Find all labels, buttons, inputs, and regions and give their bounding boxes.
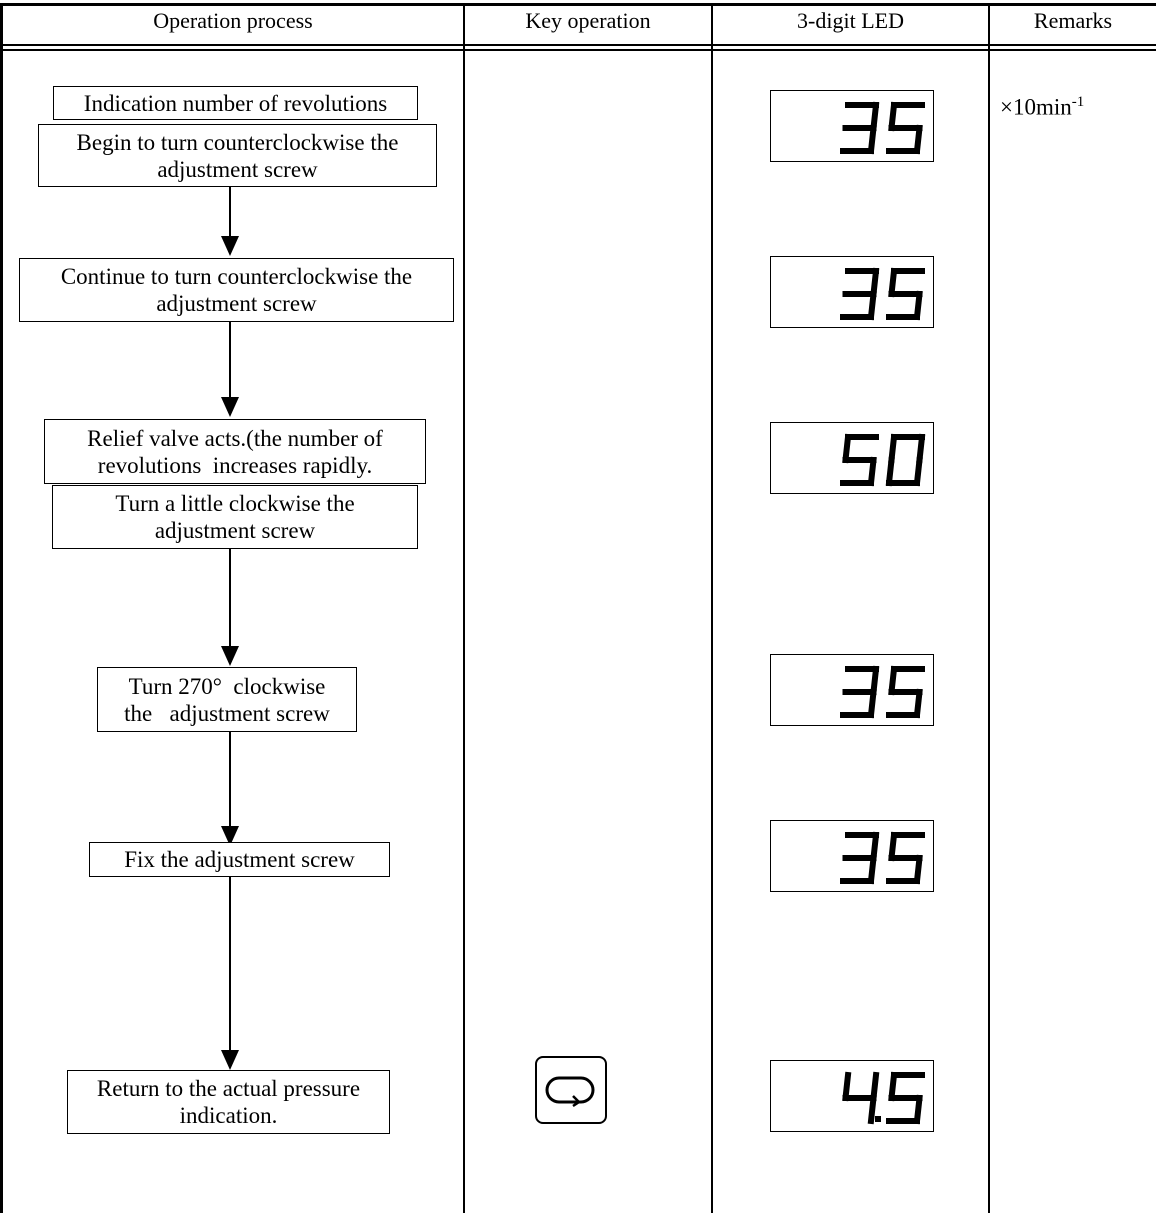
led-segment bbox=[888, 433, 898, 464]
led-display bbox=[770, 1060, 934, 1132]
led-segment bbox=[888, 665, 898, 696]
flow-arrow-shaft bbox=[229, 321, 231, 399]
led-segment bbox=[870, 665, 880, 696]
step-box: Turn 270° clockwise the adjustment screw bbox=[97, 667, 357, 732]
led-segment bbox=[888, 1071, 898, 1102]
return-loop-key-icon bbox=[545, 1076, 595, 1108]
led-segment bbox=[842, 1071, 852, 1102]
step-text: adjustment screw bbox=[157, 156, 318, 182]
step-text: Continue to turn counterclockwise the bbox=[60, 264, 413, 289]
led-segment bbox=[867, 124, 877, 155]
led-segment bbox=[913, 854, 923, 885]
step-text: Relief valve acts.(the number of bbox=[87, 425, 383, 451]
led-segment bbox=[870, 101, 880, 132]
led-segment bbox=[916, 433, 926, 464]
step-text: the adjustment screw bbox=[124, 700, 330, 726]
flow-arrow-shaft bbox=[229, 876, 231, 1052]
return-key-button[interactable] bbox=[535, 1056, 607, 1124]
table-left-border bbox=[0, 3, 3, 1213]
step-box: Relief valve acts.(the number of revolut… bbox=[44, 419, 426, 484]
step-text: Indication number of revolutions bbox=[83, 90, 388, 116]
column-divider bbox=[988, 3, 990, 1213]
led-segment bbox=[888, 267, 898, 298]
step-text: adjustment screw bbox=[156, 291, 317, 316]
led-display bbox=[770, 654, 934, 726]
header-operation-process: Operation process bbox=[153, 8, 313, 33]
led-digits bbox=[840, 101, 925, 155]
remarks-unit-exponent: -1 bbox=[1071, 94, 1085, 110]
led-segment bbox=[867, 1094, 877, 1125]
led-segment bbox=[913, 290, 923, 321]
flow-arrow-shaft bbox=[229, 186, 231, 238]
header-separator-upper bbox=[0, 44, 1156, 46]
led-segment bbox=[913, 688, 923, 719]
step-text: Begin to turn counterclockwise the bbox=[76, 129, 399, 155]
table-top-border bbox=[0, 3, 1156, 6]
header-key-operation: Key operation bbox=[525, 8, 651, 33]
led-segment bbox=[885, 456, 895, 487]
step-text: Fix the adjustment screw bbox=[124, 847, 355, 872]
flow-arrow-head-icon bbox=[221, 397, 239, 417]
led-display bbox=[770, 256, 934, 328]
led-display bbox=[770, 90, 934, 162]
led-digits bbox=[840, 433, 926, 487]
step-text: adjustment screw bbox=[154, 518, 316, 543]
flow-arrow-shaft bbox=[229, 731, 231, 828]
flow-arrow-head-icon bbox=[221, 646, 239, 666]
flow-arrow-head-icon bbox=[221, 1050, 239, 1070]
step-text: Return to the actual pressure bbox=[96, 1076, 361, 1101]
remarks-unit-text: ×10min bbox=[1000, 94, 1072, 120]
led-digits bbox=[842, 1071, 925, 1125]
flow-arrow-shaft bbox=[229, 548, 231, 648]
step-box: Return to the actual pressure indication… bbox=[67, 1070, 390, 1134]
led-segment bbox=[867, 688, 877, 719]
led-display bbox=[770, 820, 934, 892]
flow-arrow-head-icon bbox=[221, 236, 239, 256]
step-box: Begin to turn counterclockwise the adjus… bbox=[38, 124, 437, 187]
header-remarks: Remarks bbox=[1033, 8, 1113, 33]
step-box: Turn a little clockwise the adjustment s… bbox=[52, 485, 418, 549]
step-box: Indication number of revolutions bbox=[53, 86, 418, 120]
step-text: Turn a little clockwise the bbox=[115, 491, 355, 516]
led-segment bbox=[888, 831, 898, 862]
led-segment bbox=[867, 290, 877, 321]
flow-arrow-head-icon bbox=[221, 826, 239, 846]
led-decimal-point bbox=[875, 1116, 881, 1122]
header-led: 3-digit LED bbox=[797, 8, 904, 33]
led-display bbox=[770, 422, 934, 494]
led-segment bbox=[870, 831, 880, 862]
step-box: Fix the adjustment screw bbox=[89, 842, 390, 877]
step-text: Turn 270° clockwise bbox=[128, 673, 326, 699]
led-segment bbox=[913, 1094, 923, 1125]
led-segment bbox=[913, 124, 923, 155]
led-segment bbox=[913, 456, 923, 487]
led-digits bbox=[840, 267, 925, 321]
step-text: revolutions increases rapidly. bbox=[97, 452, 373, 478]
step-text: indication. bbox=[179, 1103, 278, 1128]
led-digits bbox=[840, 831, 925, 885]
led-segment bbox=[870, 1071, 880, 1102]
column-divider bbox=[463, 3, 465, 1213]
led-segment bbox=[867, 854, 877, 885]
column-divider bbox=[711, 3, 713, 1213]
led-segment bbox=[842, 433, 852, 464]
remarks-unit: ×10min-1 bbox=[1000, 94, 1084, 121]
header-separator-lower bbox=[0, 49, 1156, 51]
led-segment bbox=[867, 456, 877, 487]
step-box: Continue to turn counterclockwise the ad… bbox=[19, 258, 454, 322]
led-segment bbox=[888, 101, 898, 132]
led-segment bbox=[870, 267, 880, 298]
led-digits bbox=[840, 665, 925, 719]
